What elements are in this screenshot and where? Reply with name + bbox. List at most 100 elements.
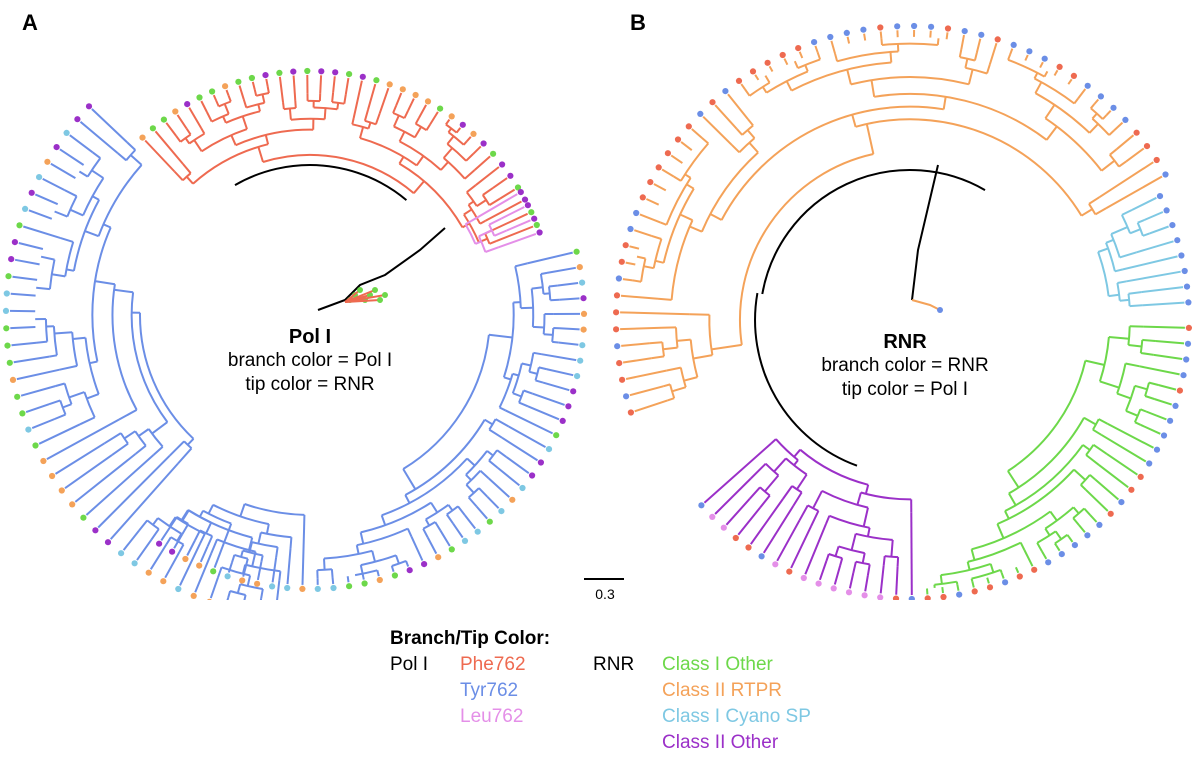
tyr-clade-branch <box>550 298 560 302</box>
rtpr-clade-branch <box>652 238 663 269</box>
phe-clade-tip <box>490 150 497 157</box>
phe-clade-branch <box>235 128 314 147</box>
leu-clade-branch <box>500 206 525 220</box>
rtpr-clade-tip <box>615 275 622 282</box>
tyr-clade-tip <box>299 585 306 593</box>
class1-other-clade-tip <box>1180 372 1187 379</box>
tyr-clade-branch <box>91 169 104 179</box>
tyr-clade-branch <box>496 449 507 458</box>
class2-other-clade-branch <box>866 564 871 576</box>
class2-other-clade-tip <box>800 574 807 582</box>
phe-clade-tip <box>386 81 393 88</box>
legend-item-class1-cyano-sp: Class I Cyano SP <box>662 706 811 727</box>
phe-clade-branch <box>246 101 265 109</box>
tyr-clade-branch <box>227 590 232 598</box>
tyr-clade-branch <box>256 561 263 581</box>
rtpr-clade-branch <box>679 367 687 388</box>
class1-other-clade-branch <box>1116 392 1132 400</box>
rtpr-clade-branch <box>625 261 636 266</box>
rtpr-clade-tip <box>1041 55 1048 62</box>
class2-other-clade-branch <box>793 449 801 458</box>
tyr-clade-branch <box>36 286 51 291</box>
class2-other-clade-tip <box>815 580 822 587</box>
rtpr-clade-branch <box>1009 48 1014 55</box>
rtpr-clade-tip <box>1110 104 1117 111</box>
phe-clade-branch <box>429 111 439 126</box>
rtpr-clade-branch <box>700 151 759 233</box>
class2-other-clade-branch <box>855 560 870 566</box>
phe-clade-tip <box>160 116 167 123</box>
cyano-clade-branch <box>1116 282 1121 301</box>
cyano-clade-branch <box>1110 233 1121 258</box>
rtpr-clade-tip <box>735 77 743 84</box>
rtpr-clade-tip <box>614 343 621 350</box>
class1-other-clade-branch <box>1134 384 1148 391</box>
tyr-clade-branch <box>206 535 214 548</box>
rtpr-clade-branch <box>1043 70 1049 78</box>
phe-clade-branch <box>154 130 184 165</box>
tyr-clade-tip <box>509 496 516 503</box>
rtpr-clade-branch <box>629 385 664 397</box>
rtpr-clade-branch <box>685 183 695 190</box>
phe-clade-branch <box>223 103 230 115</box>
tyr-clade-tip <box>3 325 10 332</box>
tyr-clade-branch <box>546 368 574 377</box>
tyr-clade-branch <box>251 541 278 549</box>
leu-clade-branch <box>493 229 508 237</box>
class2-other-clade-branch <box>812 490 823 509</box>
phe-clade-branch <box>351 117 355 125</box>
phe-clade-branch <box>238 85 245 100</box>
class2-other-clade-branch <box>862 507 869 527</box>
class1-other-clade-tip <box>1137 473 1144 480</box>
tyr-clade-branch <box>14 258 40 266</box>
phe-mini-branch <box>344 294 386 303</box>
phe-clade-tip <box>346 71 353 78</box>
phe-clade-branch <box>290 117 325 121</box>
rtpr-clade-branch <box>714 104 738 130</box>
root-stem <box>911 164 939 301</box>
tyr-clade-tip <box>25 426 32 433</box>
tyr-clade-branch <box>234 553 249 560</box>
rtpr-clade-branch <box>874 92 1048 141</box>
legend-item-class2-rtpr: Class II RTPR <box>662 680 783 701</box>
rtpr-clade-tip <box>622 242 629 249</box>
phe-clade-tip <box>424 98 432 105</box>
phe-clade-tip <box>412 91 419 99</box>
tyr-clade-branch <box>523 389 534 395</box>
tyr-clade-branch <box>359 564 364 574</box>
cyano-clade-tip <box>1185 299 1192 306</box>
tyr-clade-branch <box>52 326 58 356</box>
phe-clade-branch <box>499 188 516 200</box>
panel-a-caption: Pol I branch color = Pol I tip color = R… <box>195 325 425 397</box>
tyr-clade-branch <box>275 546 279 558</box>
panel-a-tip-note: tip color = RNR <box>245 374 375 395</box>
class2-other-clade-branch <box>773 457 787 473</box>
tyr-clade-tip <box>58 487 65 494</box>
phe-clade-tip <box>533 221 540 229</box>
rtpr-clade-tip <box>674 136 682 143</box>
class2-other-clade-branch <box>749 486 761 500</box>
phe-clade-tip <box>459 121 466 128</box>
tyr-clade-branch <box>498 373 514 408</box>
phylogenetic-tree-rnr <box>613 22 1192 600</box>
class1-other-clade-branch <box>1153 398 1173 406</box>
tyr-clade-branch <box>113 288 134 294</box>
cyano-clade-branch <box>1149 225 1169 235</box>
tyr-clade-tip <box>239 577 246 584</box>
phe-clade-branch <box>227 95 232 102</box>
class1-other-clade-branch <box>1125 362 1140 368</box>
rtpr-clade-branch <box>720 105 944 221</box>
tyr-clade-branch <box>371 550 376 562</box>
tyr-clade-branch <box>381 457 468 517</box>
rtpr-clade-branch <box>645 198 660 206</box>
rtpr-clade-branch <box>1088 123 1099 134</box>
class1-other-clade-branch <box>971 568 1001 580</box>
tyr-clade-branch <box>176 533 183 542</box>
class1-other-clade-branch <box>986 577 990 584</box>
rtpr-clade-branch <box>1109 148 1118 156</box>
rtpr-clade-branch <box>739 153 874 346</box>
scale-bar: 0.3 <box>584 578 626 602</box>
tyr-clade-tip <box>63 129 70 136</box>
tyr-clade-branch <box>445 513 454 525</box>
tyr-clade-tip <box>206 598 212 600</box>
